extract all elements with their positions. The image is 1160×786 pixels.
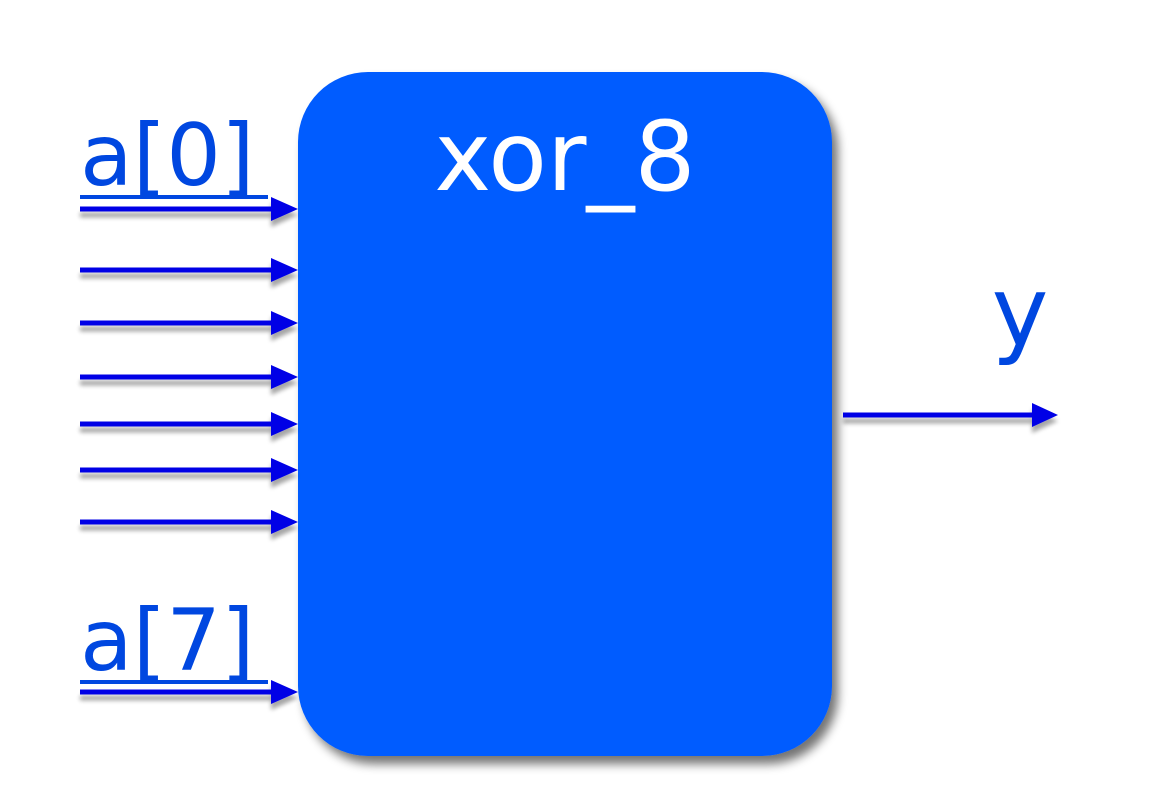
input-wire-5 [80, 458, 298, 482]
input-label-a7: a[7] [80, 591, 255, 691]
input-wire-2 [80, 311, 298, 335]
output-label-y: y [992, 256, 1049, 368]
input-wire-0 [80, 197, 298, 221]
input-arrowhead-icon [271, 365, 298, 389]
input-wire-1 [80, 258, 298, 282]
input-wire-6 [80, 510, 298, 534]
input-arrowhead-icon [271, 258, 298, 282]
output-arrowhead-icon [1032, 403, 1058, 427]
xor-8-block [298, 72, 832, 756]
input-arrowhead-icon [271, 412, 298, 436]
input-wire-7 [80, 680, 298, 704]
input-label-a0: a[0] [80, 106, 255, 206]
input-wires [80, 197, 298, 704]
block-title: xor_8 [434, 101, 695, 213]
input-arrowhead-icon [271, 311, 298, 335]
input-arrowhead-icon [271, 510, 298, 534]
output-wire [843, 403, 1058, 427]
input-arrowhead-icon [271, 458, 298, 482]
input-arrowhead-icon [271, 680, 298, 704]
input-arrowhead-icon [271, 197, 298, 221]
input-wire-4 [80, 412, 298, 436]
input-wire-3 [80, 365, 298, 389]
